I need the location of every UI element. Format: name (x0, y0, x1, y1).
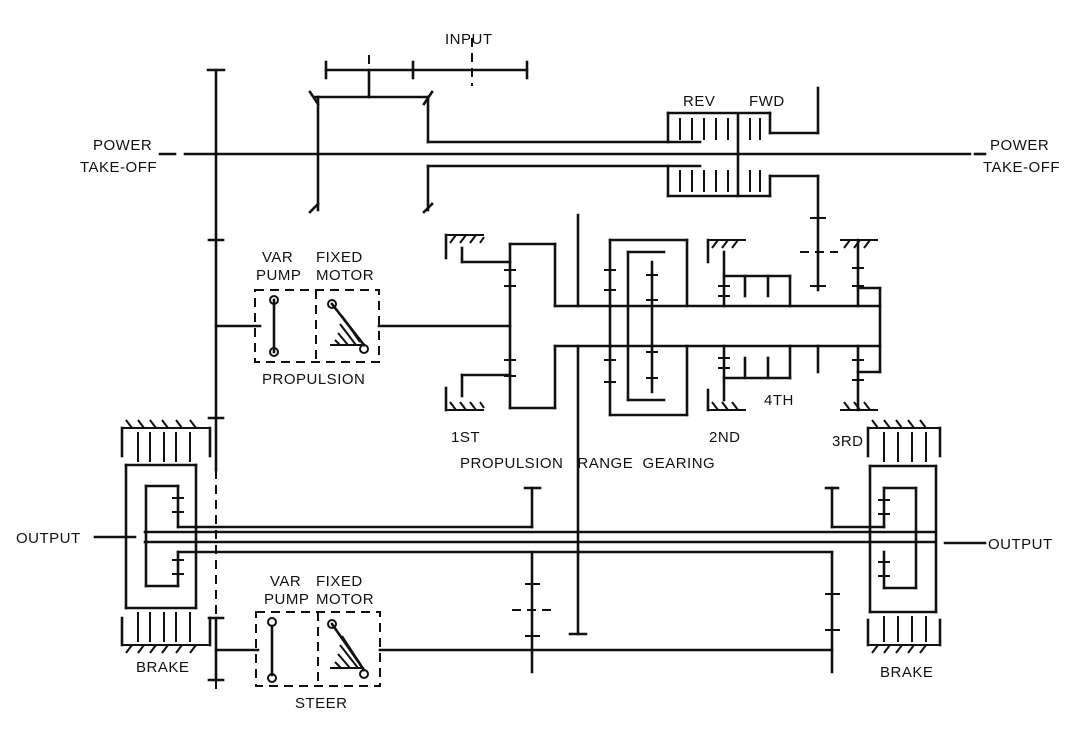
rev-fwd-clutch (666, 86, 820, 292)
pto-right-label-1: POWER (990, 137, 1049, 154)
prop-pump-pump: PUMP (256, 267, 301, 284)
right-output-planetary (824, 419, 942, 654)
steer-motor-fixed: FIXED (316, 573, 363, 590)
input-label: INPUT (445, 31, 493, 48)
range-gearing-label: PROPULSION RANGE GEARING (460, 455, 715, 472)
prop-motor-motor: MOTOR (316, 267, 374, 284)
fourth-gear-label: 4TH (764, 392, 794, 409)
left-output-planetary (120, 419, 212, 654)
output-right-label: OUTPUT (988, 536, 1053, 553)
rev-label: REV (683, 93, 715, 110)
steer-hydrostatic-unit (207, 550, 840, 687)
steer-pump-pump: PUMP (264, 591, 309, 608)
left-vertical-shaft (206, 68, 262, 690)
output-shaft (93, 486, 987, 554)
input-shaft (308, 38, 702, 214)
propulsion-hydrostatic-unit (254, 289, 512, 363)
second-gear-label: 2ND (709, 429, 741, 446)
steer-motor-motor: MOTOR (316, 591, 374, 608)
pto-left-label-2: TAKE-OFF (80, 159, 157, 176)
third-gear-label: 3RD (832, 433, 864, 450)
brake-left-label: BRAKE (136, 659, 189, 676)
brake-right-label: BRAKE (880, 664, 933, 681)
pto-left-label-1: POWER (93, 137, 152, 154)
prop-pump-var: VAR (262, 249, 293, 266)
first-gear-label: 1ST (451, 429, 480, 446)
range-gearing (444, 213, 882, 636)
fwd-label: FWD (749, 93, 785, 110)
propulsion-label: PROPULSION (262, 371, 365, 388)
steer-pump-var: VAR (270, 573, 301, 590)
pto-right-label-2: TAKE-OFF (983, 159, 1060, 176)
steer-label: STEER (295, 695, 348, 712)
prop-motor-fixed: FIXED (316, 249, 363, 266)
output-left-label: OUTPUT (16, 530, 81, 547)
